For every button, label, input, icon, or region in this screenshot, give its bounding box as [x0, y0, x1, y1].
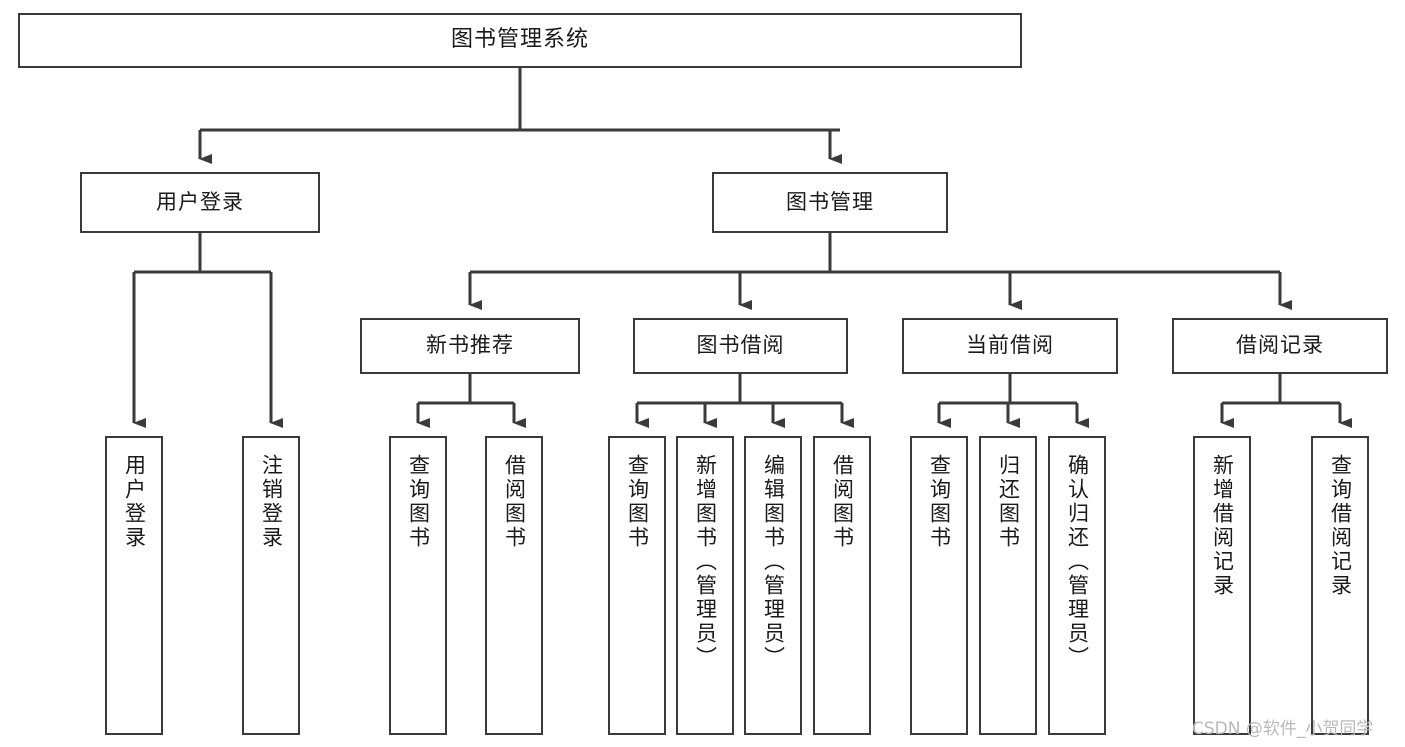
- node-new-book-recommend-label: 新书推荐: [426, 333, 514, 358]
- leaf-newbook-query-book[interactable]: 查询图书: [389, 436, 447, 735]
- leaf-newbook-query-book-label: 查询图书: [406, 454, 431, 550]
- node-user-login-label: 用户登录: [156, 189, 244, 214]
- leaf-borrow-edit-book-admin-label: 编辑图书（管理员）: [761, 454, 786, 670]
- leaf-records-add-record-label: 新增借阅记录: [1210, 454, 1235, 598]
- leaf-borrow-add-book-admin[interactable]: 新增图书（管理员）: [676, 436, 734, 735]
- leaf-current-return-book-label: 归还图书: [996, 454, 1021, 550]
- node-current-borrow[interactable]: 当前借阅: [902, 318, 1118, 374]
- node-current-borrow-label: 当前借阅: [966, 333, 1054, 358]
- leaf-newbook-borrow-book-label: 借阅图书: [502, 454, 527, 550]
- csdn-watermark: CSDN @软件_小贺同学: [1192, 719, 1374, 739]
- leaf-logout[interactable]: 注销登录: [242, 436, 300, 735]
- leaf-records-query-record-label: 查询借阅记录: [1328, 454, 1353, 598]
- leaf-user-login-label: 用户登录: [122, 454, 147, 550]
- leaf-borrow-borrow-book[interactable]: 借阅图书: [813, 436, 871, 735]
- node-user-login[interactable]: 用户登录: [80, 172, 320, 233]
- leaf-borrow-edit-book-admin[interactable]: 编辑图书（管理员）: [744, 436, 802, 735]
- leaf-current-return-book[interactable]: 归还图书: [979, 436, 1037, 735]
- node-borrow-records[interactable]: 借阅记录: [1172, 318, 1388, 374]
- leaf-borrow-borrow-book-label: 借阅图书: [830, 454, 855, 550]
- leaf-user-login[interactable]: 用户登录: [105, 436, 163, 735]
- node-root-label: 图书管理系统: [450, 27, 589, 53]
- node-borrow-records-label: 借阅记录: [1236, 333, 1324, 358]
- leaf-records-query-record[interactable]: 查询借阅记录: [1311, 436, 1369, 735]
- leaf-current-confirm-return-admin-label: 确认归还（管理员）: [1065, 454, 1090, 670]
- leaf-logout-label: 注销登录: [259, 454, 284, 550]
- node-book-management[interactable]: 图书管理: [712, 172, 948, 233]
- node-new-book-recommend[interactable]: 新书推荐: [360, 318, 580, 374]
- node-book-borrow[interactable]: 图书借阅: [633, 318, 848, 374]
- leaf-borrow-add-book-admin-label: 新增图书（管理员）: [693, 454, 718, 670]
- leaf-borrow-query-book-label: 查询图书: [625, 454, 650, 550]
- leaf-current-query-book-label: 查询图书: [927, 454, 952, 550]
- leaf-records-add-record[interactable]: 新增借阅记录: [1193, 436, 1251, 735]
- node-book-borrow-label: 图书借阅: [696, 333, 785, 358]
- leaf-current-confirm-return-admin[interactable]: 确认归还（管理员）: [1048, 436, 1106, 735]
- leaf-newbook-borrow-book[interactable]: 借阅图书: [485, 436, 543, 735]
- leaf-borrow-query-book[interactable]: 查询图书: [608, 436, 666, 735]
- node-root-book-management-system[interactable]: 图书管理系统: [18, 13, 1022, 68]
- node-book-management-label: 图书管理: [786, 189, 874, 214]
- leaf-current-query-book[interactable]: 查询图书: [910, 436, 968, 735]
